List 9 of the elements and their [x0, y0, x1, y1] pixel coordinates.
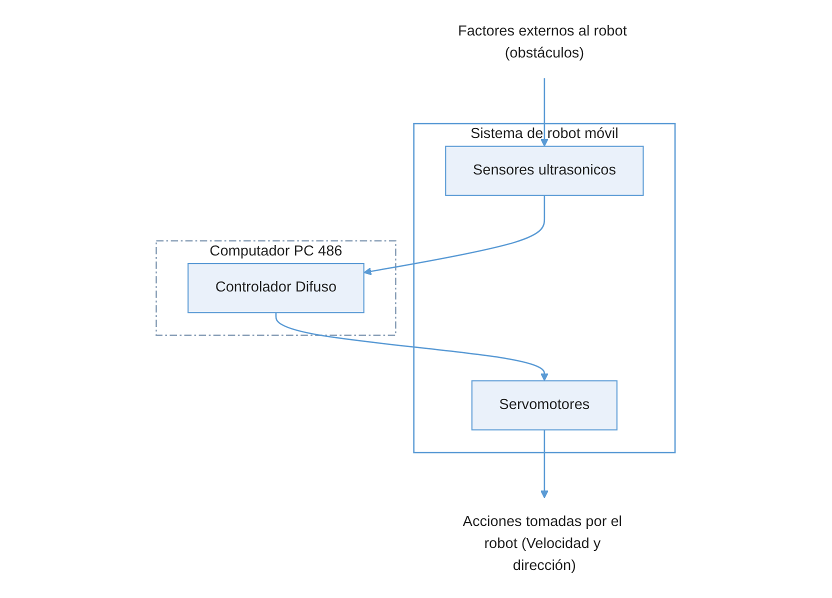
arrow [276, 312, 549, 382]
node-text: Factores externos al robot (obstáculos) [458, 24, 628, 61]
arrow [364, 195, 546, 276]
arrow [540, 78, 549, 147]
node-box: Sensores ultrasonicos [445, 146, 644, 196]
node-box: Servomotores [472, 380, 618, 430]
arrow [540, 430, 549, 498]
node-text: Acciones tomadas por el robot (Velocidad y dirección) [463, 514, 622, 574]
node-box: Controlador Difuso [188, 263, 365, 314]
